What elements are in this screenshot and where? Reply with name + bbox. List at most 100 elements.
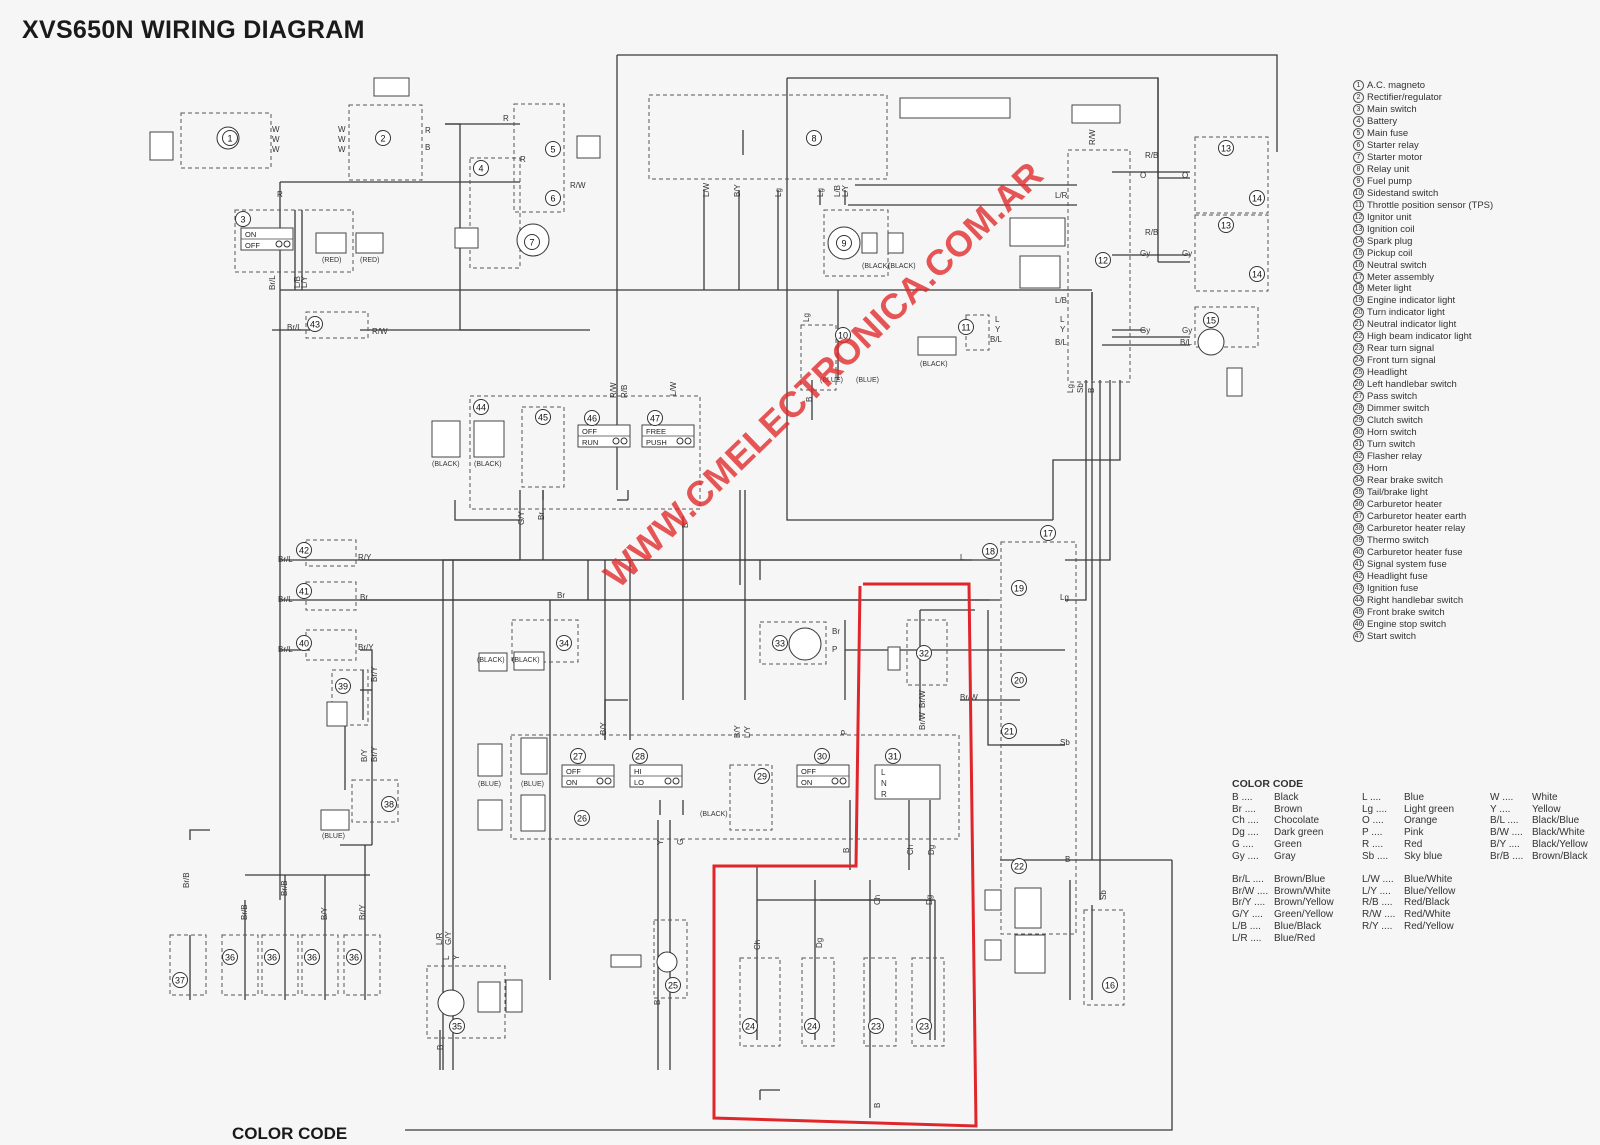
color-code-abbrev: Br/W ....	[1232, 885, 1269, 897]
component-box	[653, 919, 688, 999]
color-code-name: Orange	[1404, 815, 1438, 827]
component-box	[426, 965, 506, 1039]
component-number-circle	[545, 190, 561, 206]
component-number-circle	[836, 235, 852, 251]
legend-label: Meter light	[1367, 283, 1412, 295]
connector-color-note: (BLUE)	[322, 833, 345, 840]
component-number-circle	[545, 141, 561, 157]
wire	[1065, 380, 1087, 601]
switch-contact	[604, 777, 612, 785]
wire-label: Br/L	[268, 275, 277, 290]
legend-number: 45	[1353, 606, 1364, 618]
connector-box	[505, 979, 523, 1013]
legend-number: 17	[1353, 271, 1364, 283]
component-number: 1	[227, 134, 232, 144]
wire-label: L/Y	[743, 725, 752, 738]
connector-color-note: (BLACK)	[862, 263, 890, 270]
switch-position-label: OFF	[582, 427, 597, 436]
wire-label: B	[1087, 388, 1096, 393]
legend-number: 12	[1353, 211, 1364, 223]
color-code-entry: P ....Pink	[1362, 827, 1497, 839]
component-number-circle	[806, 130, 822, 146]
switch-contact	[831, 777, 839, 785]
wire-label: L/B	[293, 276, 302, 288]
component-number: 11	[961, 323, 970, 333]
legend-label: Main fuse	[1367, 127, 1409, 139]
color-code-abbrev: B/L ....	[1490, 815, 1519, 827]
wire-label: L	[995, 315, 1000, 324]
legend-number: 3	[1353, 103, 1364, 115]
switch-contact	[275, 240, 283, 248]
wire-label: R/B	[1145, 228, 1158, 237]
wire-label: Ch	[753, 940, 762, 950]
component-number-circle	[335, 678, 351, 694]
legend-label: Thermo switch	[1367, 534, 1429, 546]
color-code-entry: L ....Blue	[1362, 792, 1497, 804]
component-number: 37	[175, 976, 185, 986]
wire-label: L/W	[702, 182, 711, 197]
switch-position-label: RUN	[582, 438, 598, 447]
component-number-circle	[381, 796, 397, 812]
component-number-circle	[665, 977, 681, 993]
wire-label: G	[676, 839, 685, 845]
component-number-circle	[296, 542, 312, 558]
component-number-circle	[222, 949, 238, 965]
color-code-abbrev: L/R ....	[1232, 932, 1262, 944]
color-code-name: Yellow	[1532, 803, 1561, 815]
component-number-circle	[632, 748, 648, 764]
component-number: 19	[1014, 584, 1024, 594]
color-code-entry: G/Y ....Green/Yellow	[1232, 909, 1367, 921]
color-code-name: Black/Blue	[1532, 815, 1580, 827]
color-code-abbrev: B/W ....	[1490, 827, 1523, 839]
wire-label: B	[1065, 855, 1070, 864]
wire-label: Y	[452, 954, 461, 960]
connector-color-note: (RED)	[360, 257, 379, 264]
switch-contact	[612, 437, 620, 445]
legend-number: 6	[1353, 139, 1364, 151]
component-number-circle	[1249, 266, 1265, 282]
color-code-abbrev: G ....	[1232, 838, 1254, 850]
wire	[454, 500, 520, 521]
legend-number: 38	[1353, 522, 1364, 534]
color-code-entry: W ....White	[1490, 792, 1600, 804]
component-box	[261, 934, 299, 996]
wire-label: B	[842, 848, 851, 853]
legend-number: 43	[1353, 582, 1364, 594]
color-code-name: Blue/Red	[1274, 932, 1316, 944]
legend-number: 11	[1353, 199, 1364, 211]
horn	[788, 627, 822, 661]
connector-box	[861, 232, 878, 254]
color-code-abbrev: B ....	[1232, 792, 1253, 803]
legend-number: 34	[1353, 474, 1364, 486]
component-number-circle	[574, 810, 590, 826]
color-code-abbrev: Br/L ....	[1232, 874, 1264, 885]
component-box	[343, 934, 381, 996]
wire-label: B	[681, 523, 690, 528]
component-number-circle	[296, 635, 312, 651]
wire-label: Y	[995, 325, 1001, 334]
component-number-circle	[172, 972, 188, 988]
color-code-entry: Sb ....Sky blue	[1362, 851, 1497, 863]
component-box	[305, 629, 357, 661]
color-code-abbrev: Br ....	[1232, 803, 1256, 815]
switch-contact	[676, 437, 684, 445]
wire-label: Dg	[927, 845, 936, 855]
component-box	[823, 209, 889, 277]
switch-contact	[283, 240, 291, 248]
wire-label: P	[840, 730, 849, 735]
connector-color-note: (BLUE)	[478, 781, 501, 788]
connector-box	[149, 131, 174, 161]
color-code-abbrev: B/Y ....	[1490, 838, 1520, 850]
component-box	[305, 311, 369, 339]
wire-label: B/Y	[320, 906, 329, 920]
wire-label: Ch	[906, 845, 915, 855]
component-box	[469, 395, 701, 510]
legend-number: 1	[1353, 80, 1364, 91]
